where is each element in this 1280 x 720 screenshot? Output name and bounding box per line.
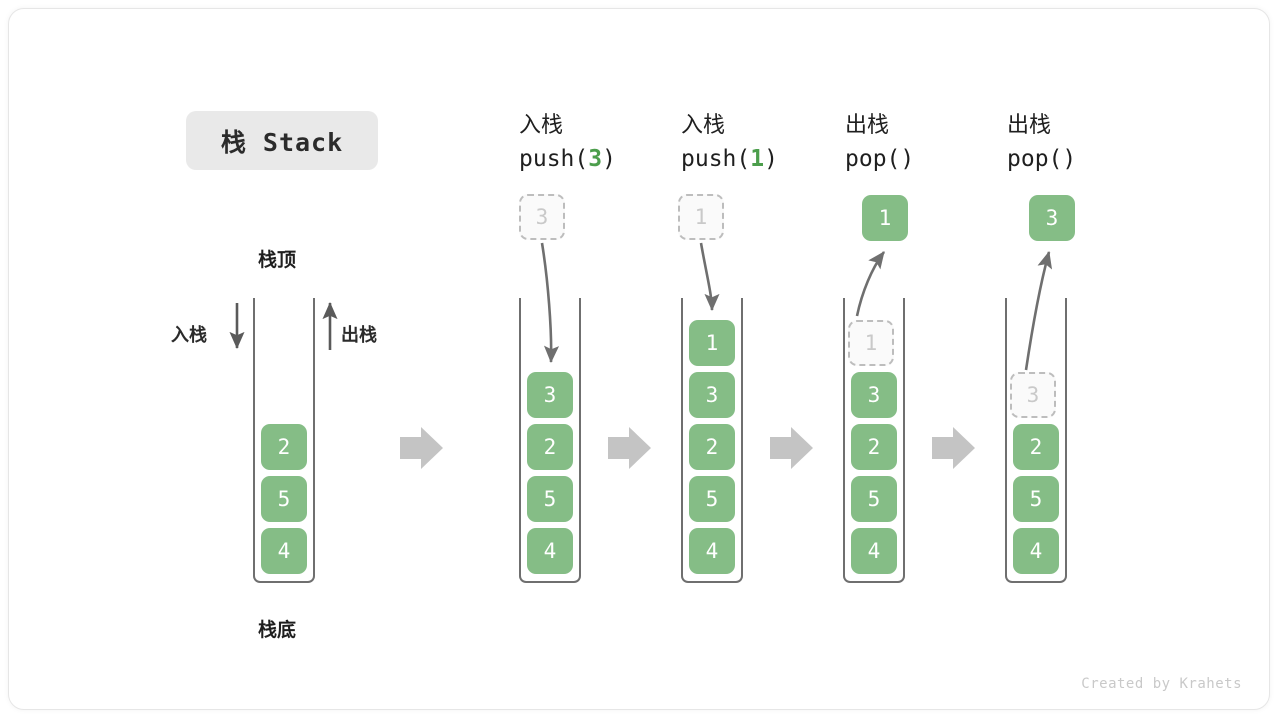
code-post: ): [602, 146, 616, 172]
pop-side-label: 出栈: [341, 325, 377, 345]
column-header-code: push(3): [519, 142, 616, 176]
column-header-code: pop(): [845, 142, 914, 176]
stack-element: 2: [527, 424, 573, 470]
column-header-push-1: 入栈 push(1): [681, 108, 778, 176]
stack-element: 4: [689, 528, 735, 574]
stack-element: 3: [689, 372, 735, 418]
column-header-cn: 出栈: [845, 112, 890, 137]
stack-element: 5: [527, 476, 573, 522]
incoming-element-ghost: 1: [678, 194, 724, 240]
column-header-code: pop(): [1007, 142, 1076, 176]
code-post: ): [764, 146, 778, 172]
stack-element: 5: [851, 476, 897, 522]
column-header-cn: 出栈: [1007, 112, 1052, 137]
stack-element: 4: [1013, 528, 1059, 574]
title-badge: 栈 Stack: [186, 111, 378, 170]
column-header-pop-1: 出栈 pop(): [845, 108, 914, 176]
column-header-push-3: 入栈 push(3): [519, 108, 616, 176]
push-side-label: 入栈: [171, 325, 207, 345]
code-pre: pop(: [1007, 146, 1063, 172]
stack-element: 5: [689, 476, 735, 522]
stack-element: 3: [527, 372, 573, 418]
column-header-cn: 入栈: [681, 112, 726, 137]
stack-element: 4: [851, 528, 897, 574]
stack-container-push-1: [681, 298, 743, 583]
code-post: ): [1062, 146, 1077, 172]
stack-container-pop-2: [1005, 298, 1067, 583]
stack-element: 2: [851, 424, 897, 470]
code-arg: 1: [750, 146, 765, 172]
stack-element: 4: [527, 528, 573, 574]
stack-element: 2: [1013, 424, 1059, 470]
removed-element-ghost: 1: [848, 320, 894, 366]
stack-element: 2: [689, 424, 735, 470]
code-pre: push(: [519, 146, 589, 172]
footer-credit: Created by Krahets: [1081, 676, 1242, 692]
stack-container-pop-1: [843, 298, 905, 583]
stack-element: 2: [261, 424, 307, 470]
stack-element: 3: [851, 372, 897, 418]
column-header-pop-2: 出栈 pop(): [1007, 108, 1076, 176]
popped-element: 1: [862, 195, 908, 241]
code-pre: pop(: [845, 146, 901, 172]
title-badge-label: 栈 Stack: [220, 127, 344, 157]
stack-container-initial: [253, 298, 315, 583]
stack-element: 5: [261, 476, 307, 522]
removed-element-ghost: 3: [1010, 372, 1056, 418]
code-post: ): [900, 146, 915, 172]
column-header-cn: 入栈: [519, 112, 564, 137]
column-header-code: push(1): [681, 142, 778, 176]
stack-element: 1: [689, 320, 735, 366]
stack-container-push-3: [519, 298, 581, 583]
stack-element: 4: [261, 528, 307, 574]
code-arg: 3: [588, 146, 603, 172]
popped-element: 3: [1029, 195, 1075, 241]
incoming-element-ghost: 3: [519, 194, 565, 240]
stack-top-label: 栈顶: [258, 250, 297, 271]
stack-bottom-label: 栈底: [258, 620, 297, 641]
stack-element: 5: [1013, 476, 1059, 522]
code-pre: push(: [681, 146, 751, 172]
